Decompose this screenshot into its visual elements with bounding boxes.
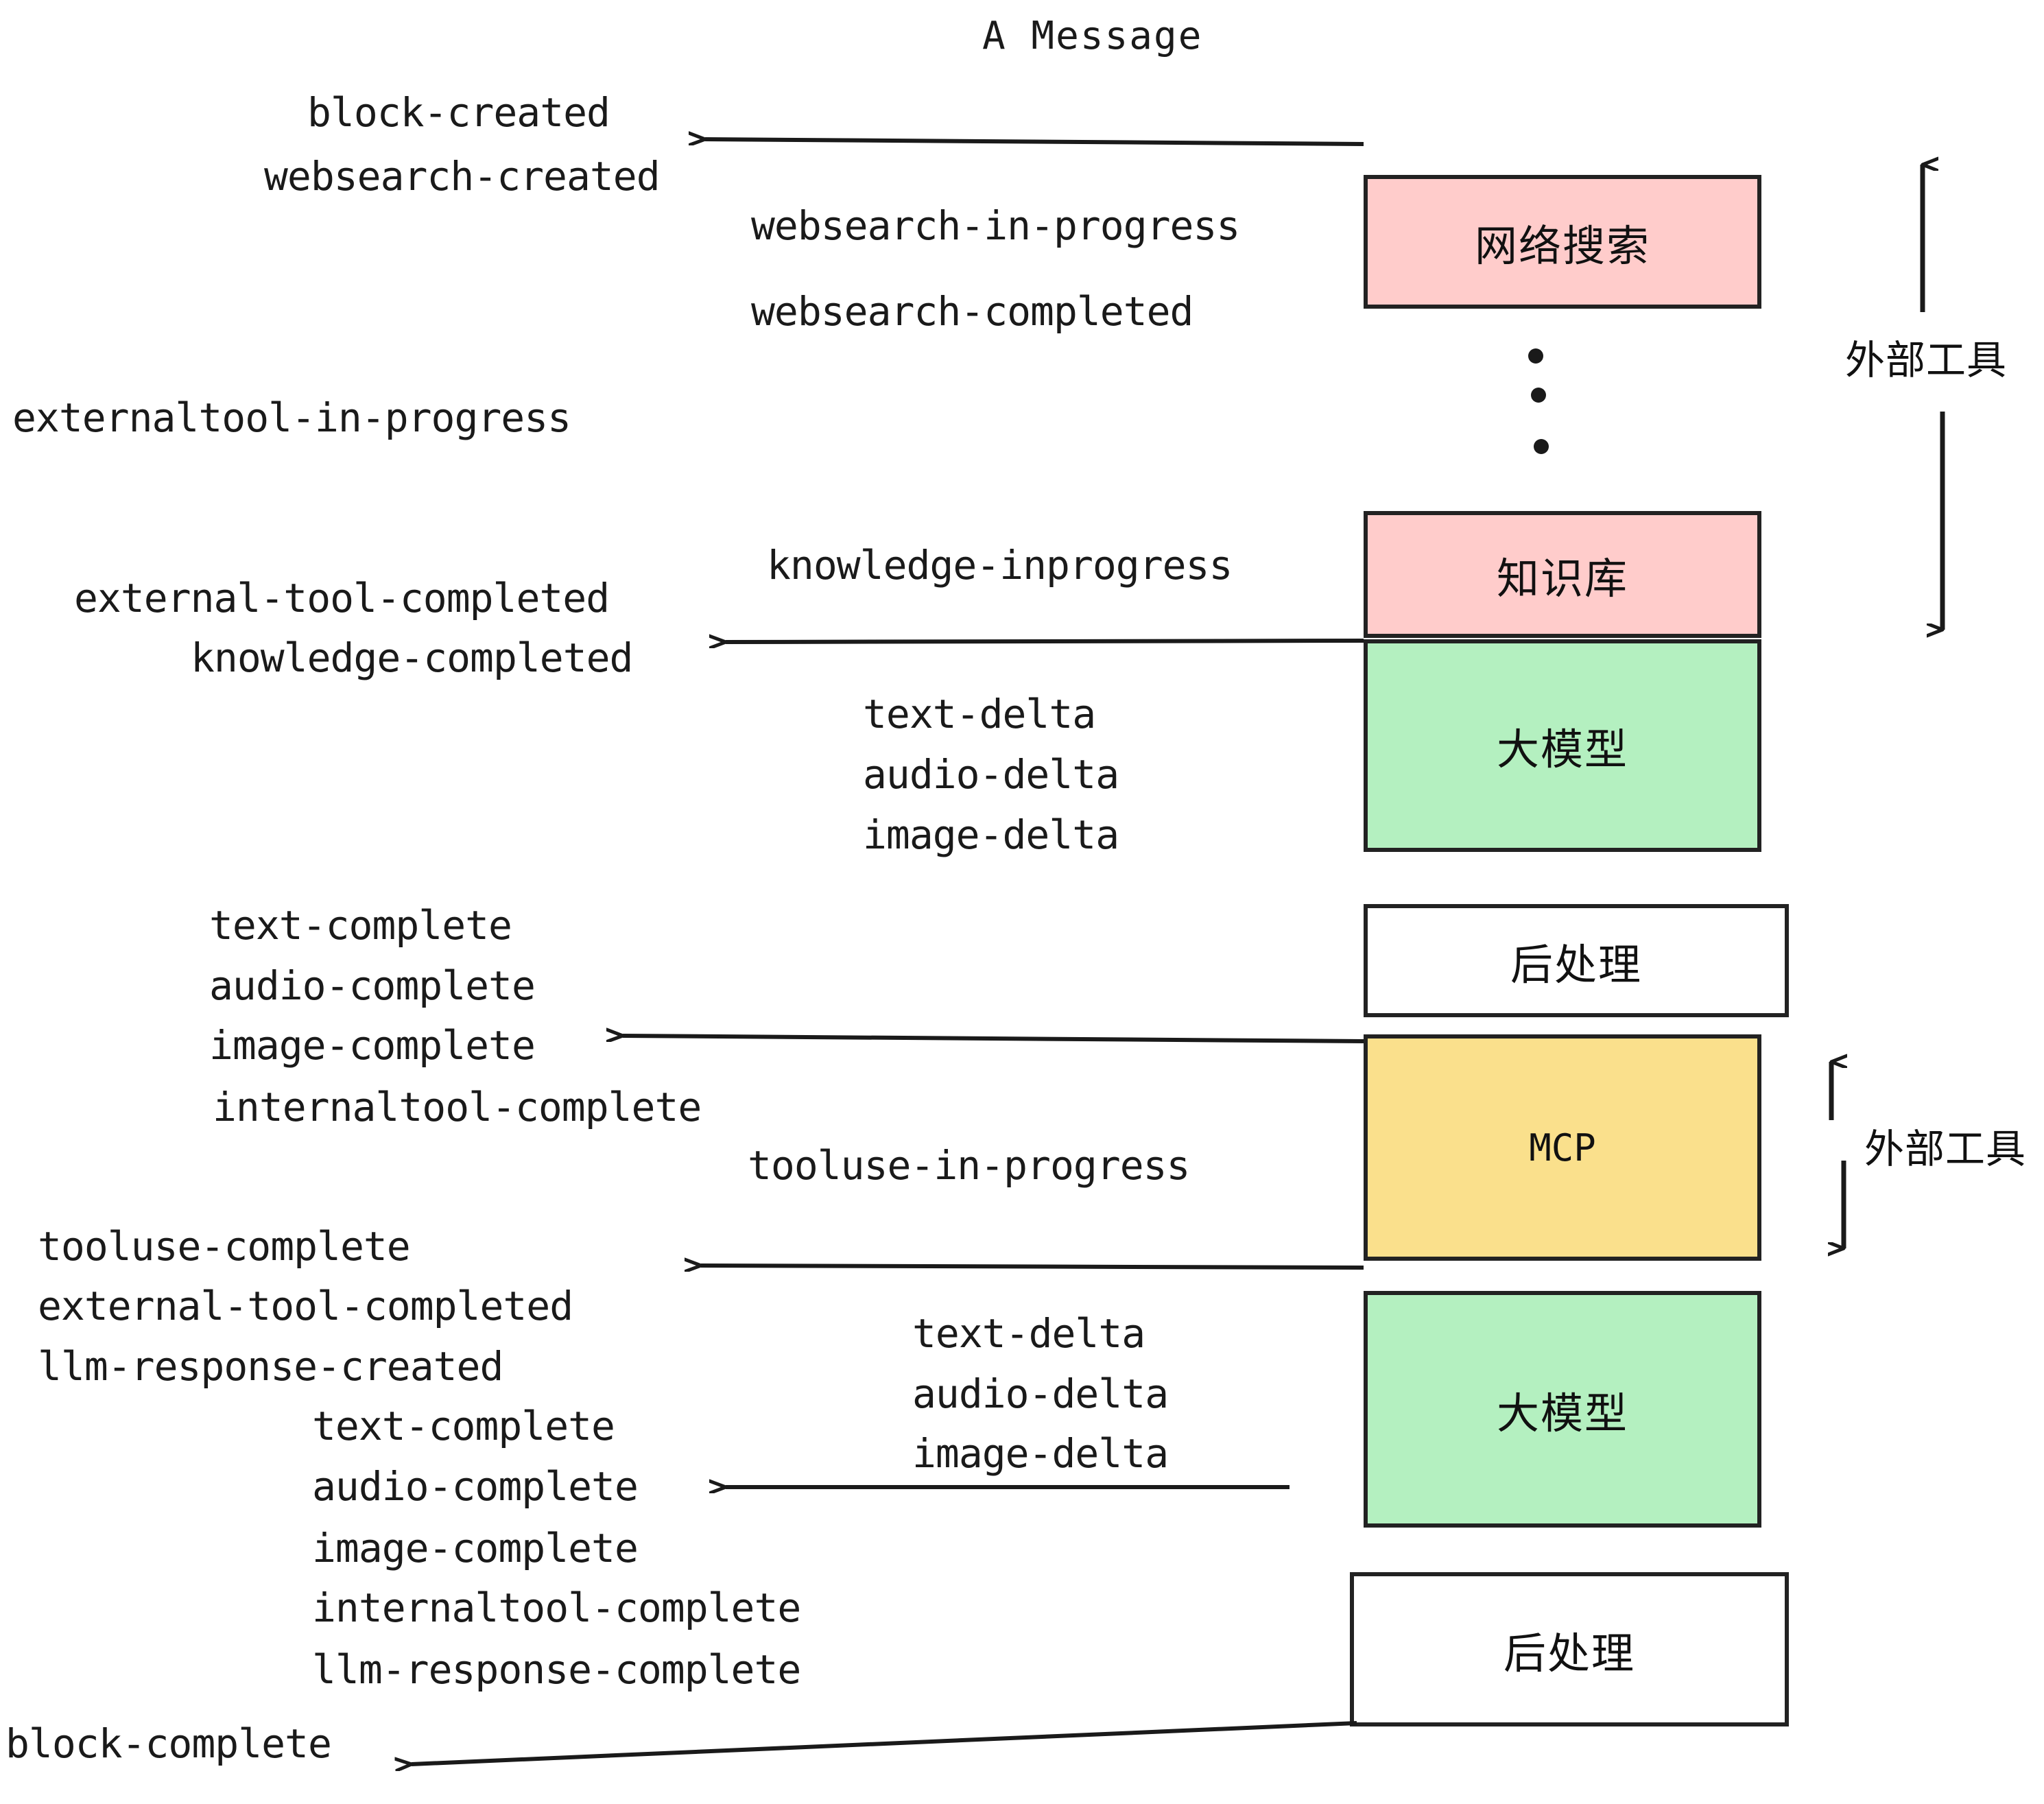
- box-mcp[interactable]: MCP: [1364, 1034, 1761, 1261]
- arrow-image-complete-1: [623, 1036, 1364, 1043]
- box-llm-bottom-label: 大模型: [1496, 1388, 1628, 1438]
- box-llm-bottom[interactable]: 大模型: [1364, 1291, 1761, 1528]
- side-label-external-tools-top: 外部工具: [1845, 337, 2008, 383]
- box-websearch[interactable]: 网络搜索: [1364, 175, 1761, 309]
- event-websearch-created: websearch-created: [264, 153, 661, 200]
- box-websearch-label: 网络搜索: [1474, 220, 1650, 271]
- event-tooluse-in-progress: tooluse-in-progress: [748, 1142, 1190, 1189]
- event-audio-delta-2: audio-delta: [912, 1370, 1169, 1417]
- event-block-complete: block-complete: [5, 1720, 332, 1767]
- box-llm-top-label: 大模型: [1496, 724, 1628, 774]
- event-text-complete-2: text-complete: [312, 1403, 615, 1449]
- arrow-block-complete: [412, 1721, 1357, 1764]
- event-image-delta-2: image-delta: [912, 1430, 1169, 1477]
- event-knowledge-inprogress: knowledge-inprogress: [767, 542, 1233, 589]
- box-post-processing-bottom[interactable]: 后处理: [1350, 1572, 1789, 1726]
- arrow-tooluse-complete: [701, 1266, 1364, 1268]
- event-knowledge-completed: knowledge-completed: [191, 634, 633, 681]
- event-image-complete-2: image-complete: [312, 1525, 639, 1571]
- event-block-created: block-created: [307, 89, 610, 136]
- box-knowledge[interactable]: 知识库: [1364, 511, 1761, 638]
- event-text-delta-2: text-delta: [912, 1310, 1145, 1357]
- event-audio-complete-1: audio-complete: [209, 962, 536, 1009]
- event-text-delta-1: text-delta: [863, 691, 1096, 737]
- box-llm-top[interactable]: 大模型: [1364, 639, 1761, 852]
- event-audio-complete-2: audio-complete: [312, 1463, 639, 1510]
- ellipsis-dot-1: [1528, 348, 1543, 364]
- box-knowledge-label: 知识库: [1496, 553, 1628, 604]
- event-externaltool-in-progress: externaltool-in-progress: [12, 394, 571, 441]
- event-websearch-in-progress: websearch-in-progress: [751, 202, 1240, 249]
- event-internaltool-complete-1: internaltool-complete: [213, 1084, 702, 1130]
- event-image-delta-1: image-delta: [863, 811, 1119, 858]
- event-websearch-completed: websearch-completed: [751, 288, 1193, 335]
- event-image-complete-1: image-complete: [209, 1022, 536, 1069]
- ellipsis-dot-2: [1531, 388, 1546, 403]
- page-title: A Message: [982, 14, 1203, 58]
- box-post-processing-bottom-label: 后处理: [1503, 1628, 1635, 1678]
- event-text-complete-1: text-complete: [209, 902, 512, 949]
- ellipsis-dot-3: [1534, 439, 1549, 454]
- box-mcp-label: MCP: [1529, 1126, 1596, 1170]
- event-audio-delta-1: audio-delta: [863, 751, 1119, 798]
- box-post-processing-top[interactable]: 后处理: [1364, 904, 1789, 1017]
- event-llm-response-created: llm-response-created: [38, 1343, 503, 1390]
- event-external-tool-completed-1: external-tool-completed: [74, 575, 610, 621]
- event-external-tool-completed-2: external-tool-completed: [38, 1283, 573, 1329]
- event-internaltool-complete-2: internaltool-complete: [312, 1585, 801, 1631]
- arrow-knowledge-completed: [726, 641, 1364, 642]
- box-post-processing-top-label: 后处理: [1510, 939, 1642, 990]
- side-label-external-tools-bottom: 外部工具: [1864, 1126, 2027, 1172]
- event-llm-response-complete: llm-response-complete: [312, 1646, 801, 1693]
- arrow-websearch-created: [705, 139, 1364, 146]
- event-tooluse-complete: tooluse-complete: [38, 1223, 411, 1270]
